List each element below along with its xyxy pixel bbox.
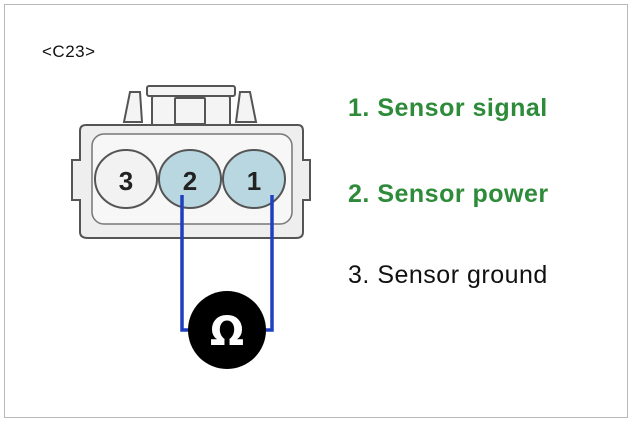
ohm-symbol: Ω [210,309,244,355]
pin-label-1: 1. Sensor signal [348,94,548,123]
terminal-3-label: 3 [119,166,133,196]
terminal-2-label: 2 [183,166,197,196]
pin-3-number: 3. [348,261,370,289]
measurement-wires [180,195,274,332]
terminal-3: 3 [94,149,158,209]
pin-3-text: Sensor ground [377,261,548,289]
pin-label-3: 3. Sensor ground [348,261,548,290]
pin-1-text: Sensor signal [377,94,548,122]
wire-terminal-2 [180,195,190,332]
connector-id-label: <C23> [42,42,96,61]
terminal-1-label: 1 [247,166,261,196]
pin-2-text: Sensor power [377,180,549,208]
terminal-1: 1 [222,149,286,209]
terminal-2: 2 [158,149,222,209]
pin-2-number: 2. [348,180,370,208]
ohmmeter-icon: Ω [188,291,266,369]
pin-1-number: 1. [348,94,370,122]
wire-terminal-1 [264,195,274,332]
pin-label-2: 2. Sensor power [348,180,549,209]
connector-latch [122,85,258,129]
